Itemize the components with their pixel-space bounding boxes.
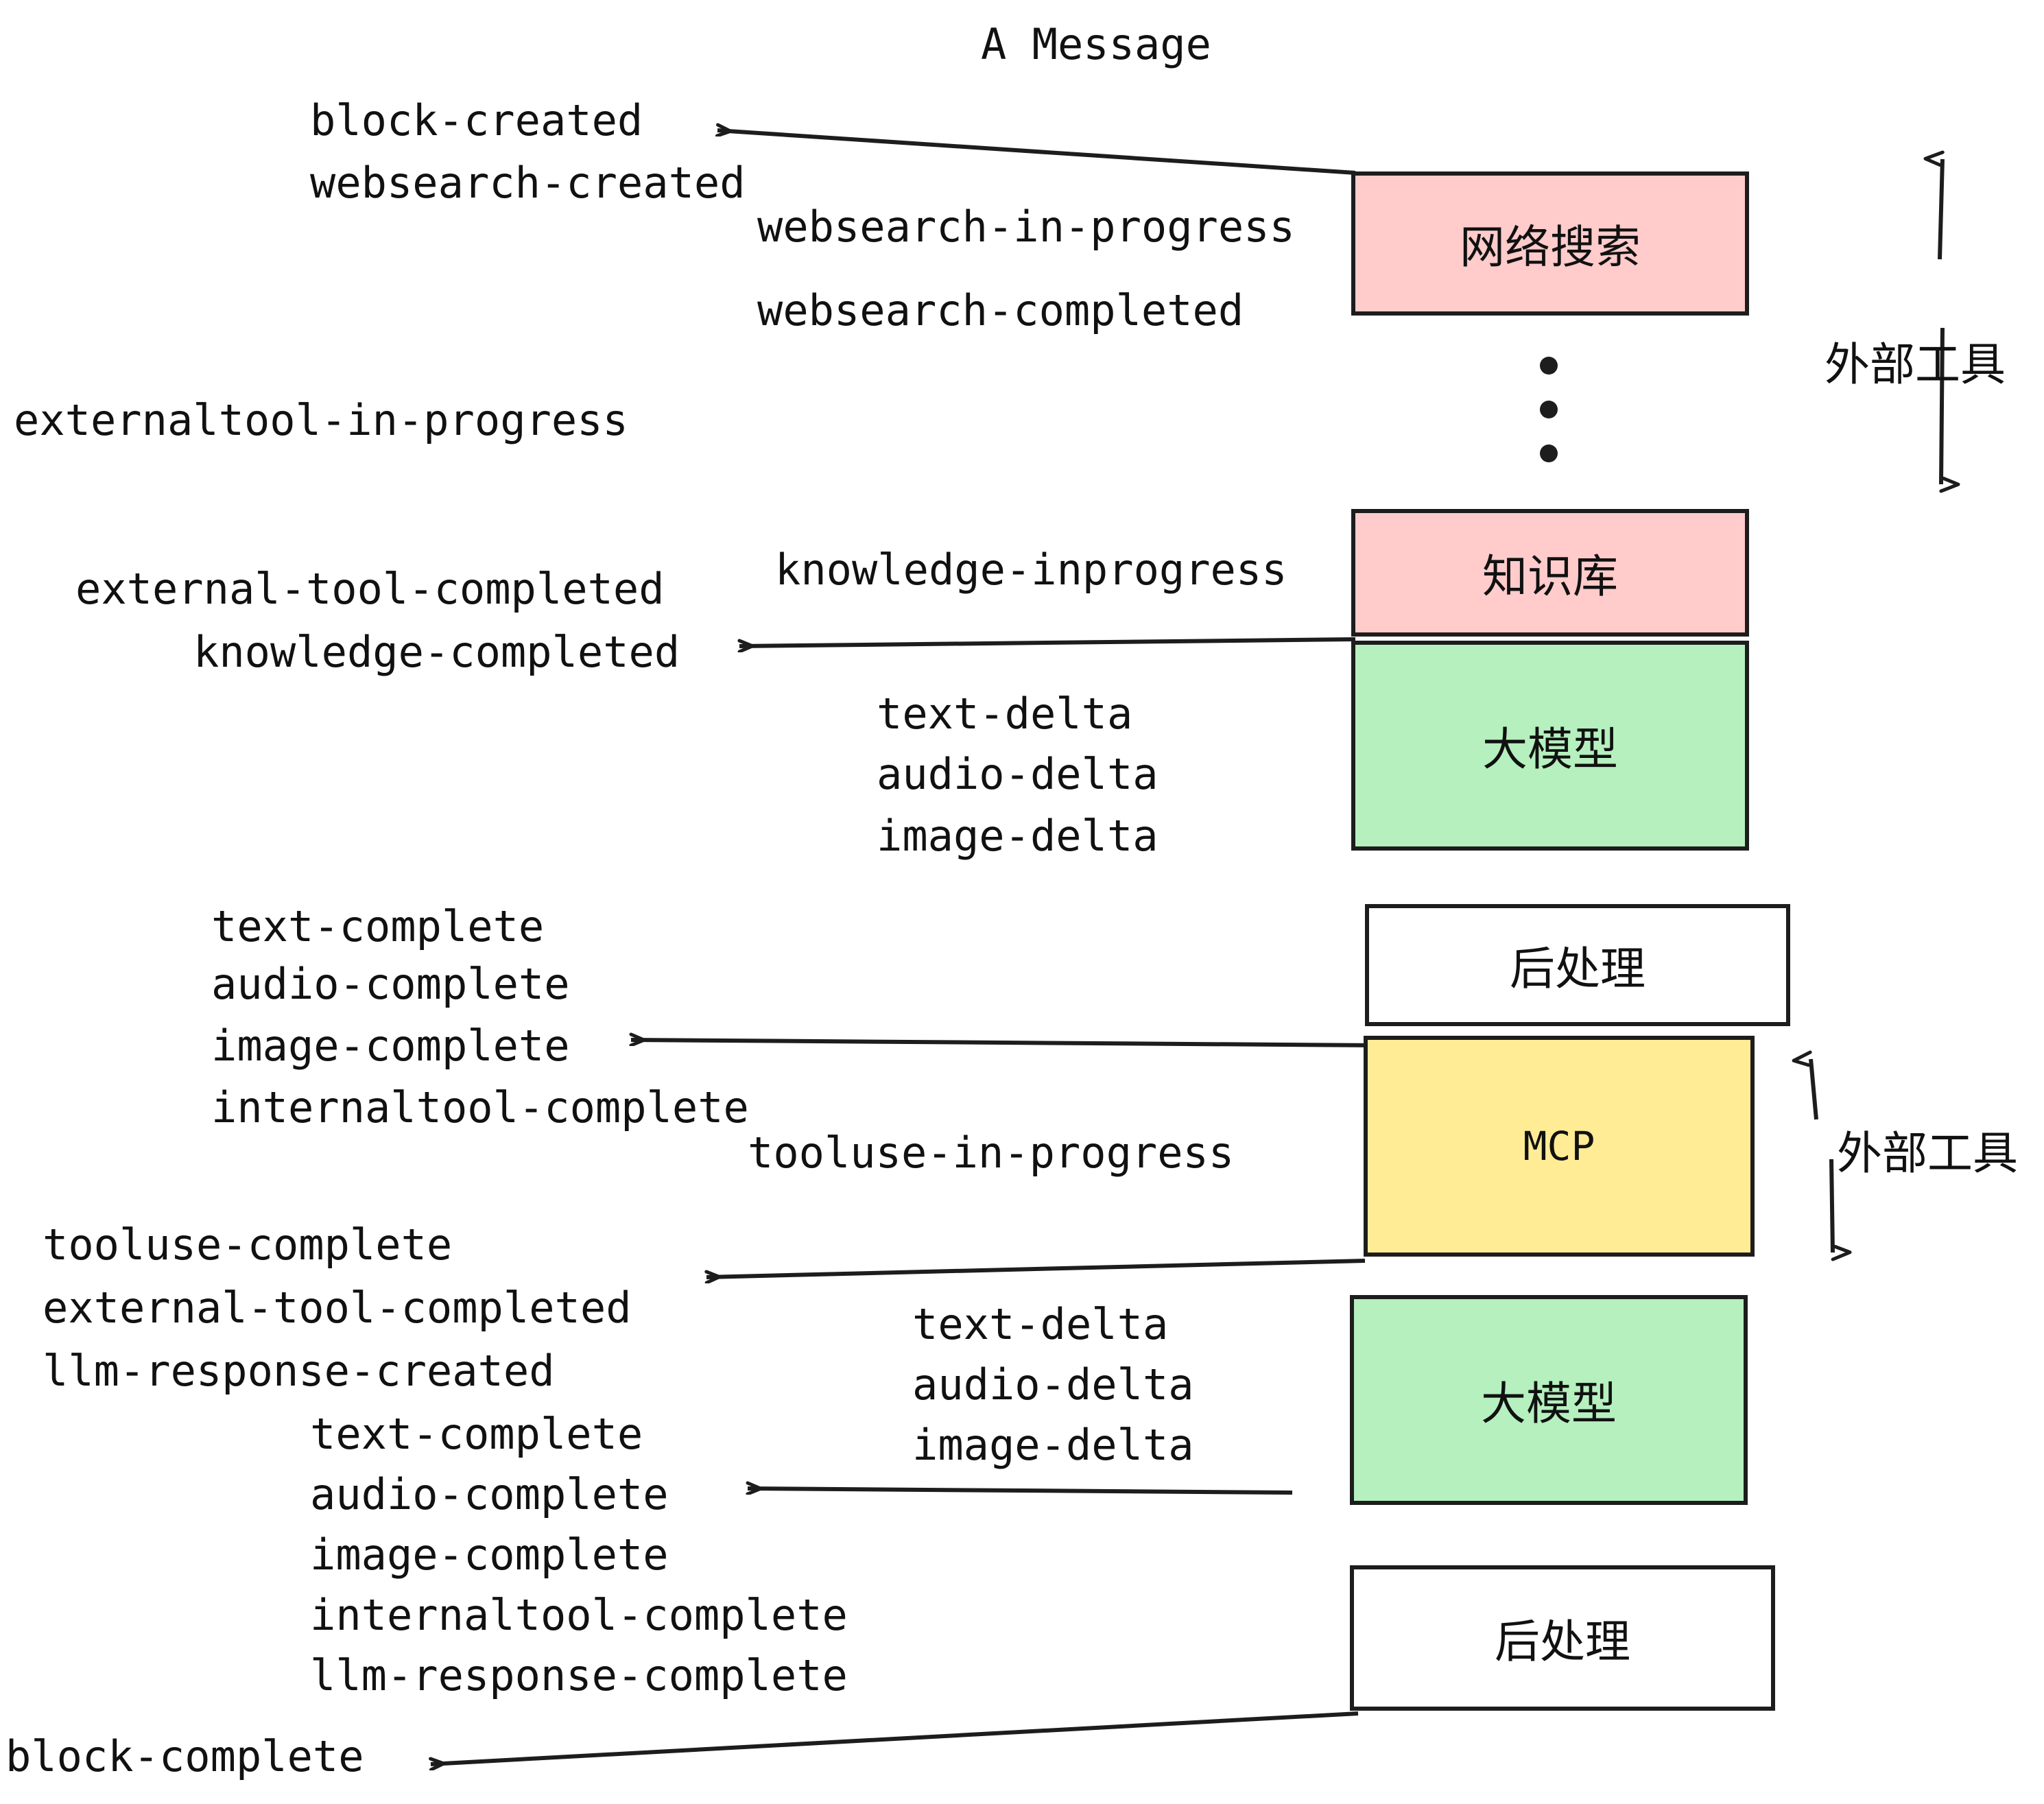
event-audio-complete-2: audio-complete xyxy=(310,1469,669,1519)
arrow-postprocess1-to-image-complete xyxy=(631,1040,1378,1047)
event-internaltool-complete-2: internaltool-complete xyxy=(310,1590,848,1640)
event-audio-complete-1: audio-complete xyxy=(211,959,570,1009)
event-text-delta-1: text-delta xyxy=(877,689,1133,739)
event-text-complete-1: text-complete xyxy=(211,901,545,951)
event-llm-response-created: llm-response-created xyxy=(43,1346,555,1396)
arrow-external-tool-top-up xyxy=(1940,159,1945,260)
node-websearch-label: 网络搜索 xyxy=(1460,221,1641,274)
event-audio-delta-2: audio-delta xyxy=(912,1360,1194,1410)
side-label-external-tool-top: 外部工具 xyxy=(1825,338,2006,391)
node-websearch[interactable]: 网络搜索 xyxy=(1351,171,1749,316)
arrow-knowledge-to-completed xyxy=(739,637,1356,646)
event-tooluse-in-progress: tooluse-in-progress xyxy=(748,1128,1235,1178)
side-label-external-tool-bottom: 外部工具 xyxy=(1837,1127,2018,1180)
event-knowledge-completed: knowledge-completed xyxy=(193,627,680,677)
arrow-mcp-to-tooluse-complete xyxy=(706,1259,1366,1277)
node-mcp-label: MCP xyxy=(1523,1123,1595,1170)
arrow-external-tool-bottom-up xyxy=(1811,1059,1818,1120)
event-knowledge-inprogress: knowledge-inprogress xyxy=(775,545,1287,595)
event-block-complete: block-complete xyxy=(5,1731,364,1781)
event-websearch-completed: websearch-completed xyxy=(757,285,1244,335)
arrow-postprocess2-to-block-complete xyxy=(431,1711,1359,1764)
node-postprocess-1-label: 后处理 xyxy=(1510,942,1645,995)
arrow-external-tool-bottom-down xyxy=(1829,1159,1833,1253)
node-llm-2[interactable]: 大模型 xyxy=(1350,1295,1748,1505)
node-llm-2-label: 大模型 xyxy=(1481,1377,1617,1430)
event-text-complete-2: text-complete xyxy=(310,1409,643,1459)
node-postprocess-2-label: 后处理 xyxy=(1495,1615,1630,1668)
page-title: A Message xyxy=(981,19,1211,69)
vertical-ellipsis-icon xyxy=(1540,357,1558,462)
event-internaltool-complete-1: internaltool-complete xyxy=(211,1082,749,1132)
node-llm-1[interactable]: 大模型 xyxy=(1351,641,1749,851)
event-llm-response-complete: llm-response-complete xyxy=(310,1650,848,1700)
event-tooluse-complete: tooluse-complete xyxy=(43,1220,453,1270)
node-postprocess-1[interactable]: 后处理 xyxy=(1365,904,1790,1026)
event-image-delta-2: image-delta xyxy=(912,1420,1194,1470)
node-postprocess-2[interactable]: 后处理 xyxy=(1350,1565,1775,1711)
event-image-delta-1: image-delta xyxy=(877,811,1158,861)
event-block-created: block-created xyxy=(310,95,643,145)
event-websearch-in-progress: websearch-in-progress xyxy=(757,202,1295,252)
node-knowledge[interactable]: 知识库 xyxy=(1351,509,1749,637)
node-mcp[interactable]: MCP xyxy=(1364,1036,1755,1257)
event-external-tool-completed-2: external-tool-completed xyxy=(43,1283,632,1333)
node-knowledge-label: 知识库 xyxy=(1482,550,1618,603)
event-external-tool-completed-1: external-tool-completed xyxy=(75,564,665,614)
event-text-delta-2: text-delta xyxy=(912,1299,1169,1349)
event-websearch-created: websearch-created xyxy=(310,158,746,208)
arrow-external-tool-top-down xyxy=(1939,327,1942,484)
arrow-websearch-to-block-created xyxy=(717,130,1356,175)
event-image-complete-1: image-complete xyxy=(211,1021,570,1071)
arrow-llm2-to-audio-complete xyxy=(748,1488,1293,1493)
event-audio-delta-1: audio-delta xyxy=(877,749,1158,799)
event-image-complete-2: image-complete xyxy=(310,1530,669,1580)
event-externaltool-in-progress: externaltool-in-progress xyxy=(14,395,628,445)
node-llm-1-label: 大模型 xyxy=(1482,723,1618,776)
